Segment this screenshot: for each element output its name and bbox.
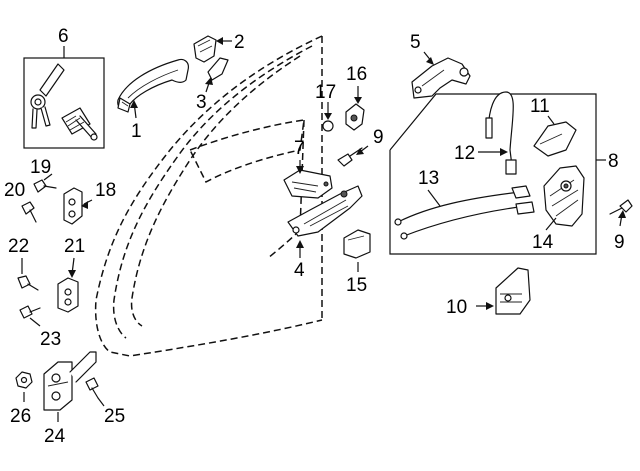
callout-21: 21 xyxy=(64,236,85,257)
callout-5: 5 xyxy=(410,32,421,53)
lock-protector xyxy=(533,115,577,157)
outside-door-handle xyxy=(117,58,189,119)
screw-upper xyxy=(337,145,369,167)
door-latch-actuator xyxy=(543,165,585,231)
callout-17: 17 xyxy=(315,82,336,103)
callout-24: 24 xyxy=(44,426,66,447)
callout-9-upper: 9 xyxy=(373,127,384,148)
callout-2: 2 xyxy=(234,32,245,53)
door-lock-assembly-box xyxy=(389,93,606,255)
nut-26 xyxy=(15,371,33,402)
door-striker xyxy=(476,267,531,315)
bolt-25 xyxy=(85,377,105,407)
callout-18: 18 xyxy=(95,180,116,201)
callout-22: 22 xyxy=(8,236,29,257)
callout-7: 7 xyxy=(294,138,305,159)
callout-15: 15 xyxy=(346,275,367,296)
handle-reinforcement-bracket xyxy=(411,51,471,99)
callout-4: 4 xyxy=(294,260,305,281)
screw-right xyxy=(609,199,633,227)
callout-10: 10 xyxy=(446,297,467,318)
callout-11: 11 xyxy=(530,96,550,117)
lock-cables xyxy=(394,185,535,240)
lower-door-hinge xyxy=(57,257,79,313)
callout-labels: 1 2 3 4 5 6 7 8 9 9 10 11 12 13 14 15 16… xyxy=(4,26,625,447)
bolt-23 xyxy=(19,305,41,327)
bolt-22 xyxy=(17,258,39,291)
callout-8: 8 xyxy=(608,151,619,172)
callout-14: 14 xyxy=(532,232,554,253)
handle-gasket xyxy=(205,57,229,93)
latch-cover xyxy=(343,229,371,272)
inside-door-handle xyxy=(283,160,333,199)
callout-12: 12 xyxy=(454,143,475,164)
inside-handle-bezel xyxy=(287,185,363,258)
callout-1: 1 xyxy=(131,121,142,142)
grommet xyxy=(345,86,365,131)
clip xyxy=(322,102,334,132)
callout-25: 25 xyxy=(104,406,125,427)
callout-20: 20 xyxy=(4,180,25,201)
bolt-20 xyxy=(21,201,37,223)
callout-13: 13 xyxy=(418,168,439,189)
lock-rod xyxy=(478,91,517,175)
callout-9-right: 9 xyxy=(614,232,625,253)
key-lock-cylinder-assembly xyxy=(23,46,105,149)
callout-23: 23 xyxy=(40,329,61,350)
callout-19: 19 xyxy=(30,157,51,178)
callout-3: 3 xyxy=(196,92,207,113)
callout-6: 6 xyxy=(58,26,69,47)
callout-26: 26 xyxy=(10,406,31,427)
upper-door-hinge xyxy=(63,187,93,225)
bolt-19 xyxy=(33,173,57,193)
door-check-strap xyxy=(43,351,97,422)
handle-cap xyxy=(193,35,232,63)
callout-16: 16 xyxy=(346,64,367,85)
